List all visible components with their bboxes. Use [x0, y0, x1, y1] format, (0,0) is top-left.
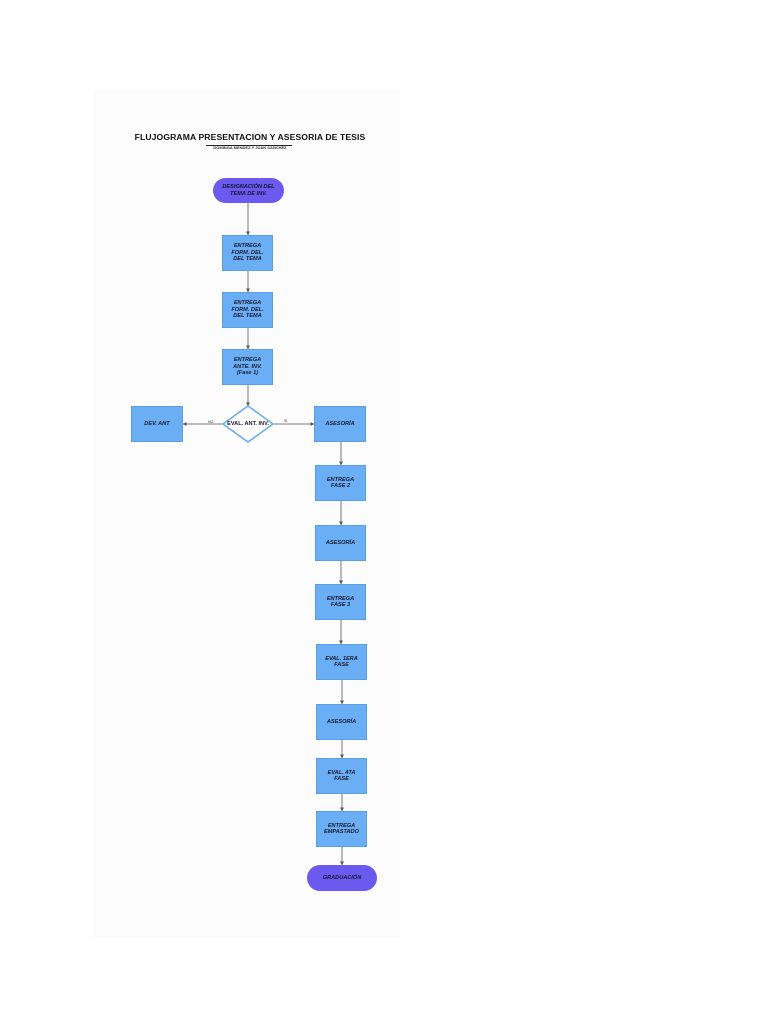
node-entrega-ante[interactable]: ENTREGA ANTE. INV. (Fase 1)	[222, 349, 273, 385]
node-eval-1era-fase[interactable]: EVAL. 1ERA FASE	[316, 644, 367, 680]
edge-label-si: SI	[284, 419, 288, 423]
node-entrega-empastado[interactable]: ENTREGA EMPASTADO	[316, 811, 367, 847]
node-entrega-form-1[interactable]: ENTREGA FORM. DEL. DEL TEMA	[222, 235, 273, 271]
node-entrega-fase-3[interactable]: ENTREGA FASE 3	[315, 584, 366, 620]
node-eval-ant[interactable]: EVAL. ANT. INV.	[227, 420, 269, 427]
edge-label-no: NO	[208, 420, 214, 424]
node-designacion[interactable]: DESIGNACIÓN DEL TEMA DE INV.	[213, 178, 284, 203]
diagram-title: FLUJOGRAMA PRESENTACION Y ASESORIA DE TE…	[134, 132, 366, 142]
node-asesoria-1[interactable]: ASESORÍA	[314, 406, 366, 442]
node-dev-ant[interactable]: DEV. ANT	[131, 406, 183, 442]
node-entrega-fase-2[interactable]: ENTREGA FASE 2	[315, 465, 366, 501]
diagram-subtitle: DOMINGA MENDEZ Y JUAN SANCHEZ	[213, 145, 287, 150]
node-entrega-form-2[interactable]: ENTREGA FORM. DEL. DEL TEMA	[222, 292, 273, 328]
node-asesoria-2[interactable]: ASESORÍA	[315, 525, 366, 561]
page-canvas	[93, 90, 400, 938]
decision-diamond	[221, 405, 275, 443]
node-asesoria-3[interactable]: ASESORÍA	[316, 704, 367, 740]
node-graduacion[interactable]: GRADUACIÓN	[307, 865, 377, 891]
node-eval-4ta-fase[interactable]: EVAL. 4TA FASE	[316, 758, 367, 794]
title-underline	[206, 145, 292, 146]
